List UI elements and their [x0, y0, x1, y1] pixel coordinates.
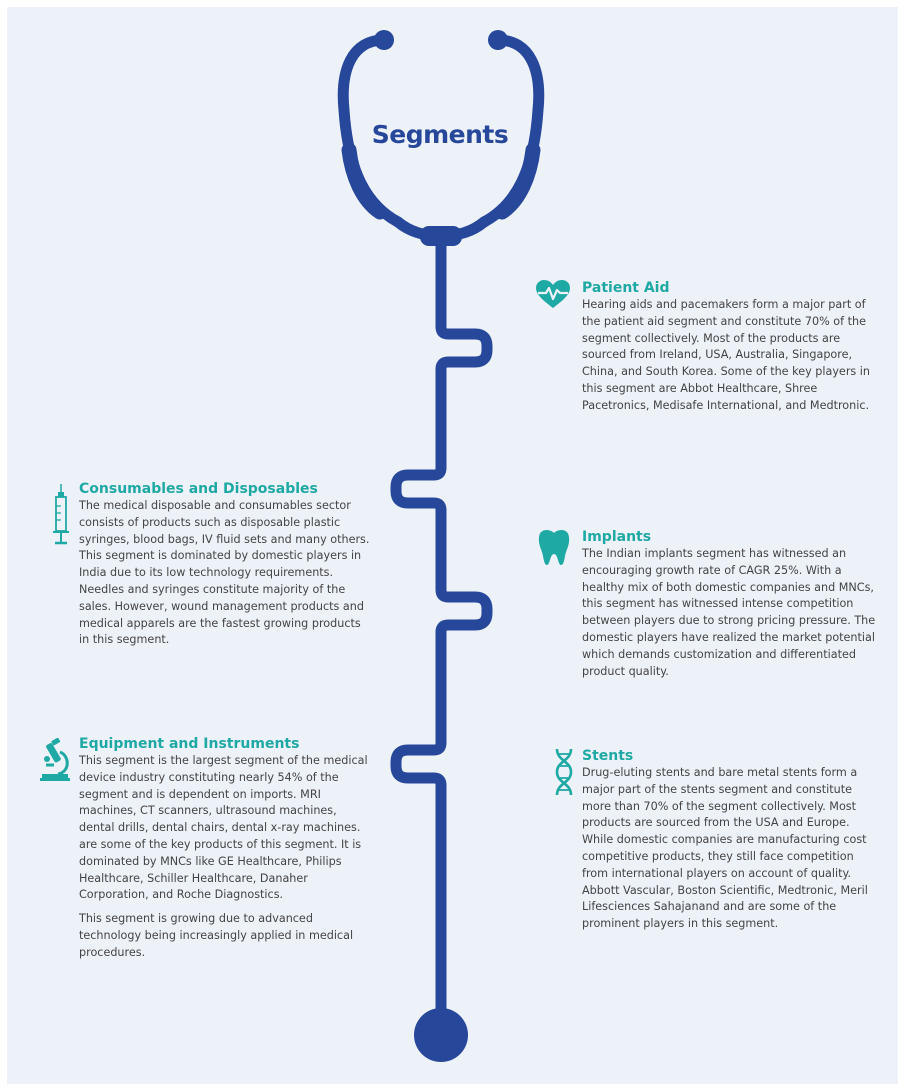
dna-icon: [555, 748, 573, 796]
stents-heading: Stents: [582, 748, 634, 764]
page-title: Segments: [371, 120, 509, 149]
segment-consumables: Consumables and Disposables The medical …: [79, 481, 371, 649]
segment-stents: Stents Drug-eluting stents and bare meta…: [582, 748, 872, 933]
consumables-body: The medical disposable and consumables s…: [79, 499, 370, 647]
chest-piece: [414, 1008, 468, 1062]
yoke-knob: [420, 226, 462, 246]
segment-patient-aid: Patient Aid Hearing aids and pacemakers …: [582, 280, 872, 415]
right-ear-tip: [488, 30, 508, 50]
background-panel: [7, 7, 898, 1084]
equipment-body-2: This segment is growing due to advanced …: [79, 912, 354, 959]
tooth-icon: [538, 530, 570, 565]
equipment-heading: Equipment and Instruments: [79, 736, 300, 752]
main-tube: [390, 230, 493, 1016]
equipment-body: This segment is the largest segment of t…: [79, 754, 368, 902]
left-ear-tip: [374, 30, 394, 50]
microscope-icon: [40, 738, 70, 781]
patient-aid-heading: Patient Aid: [582, 280, 670, 296]
patient-aid-body: Hearing aids and pacemakers form a major…: [582, 298, 871, 412]
syringe-icon: [53, 484, 69, 545]
segment-equipment: Equipment and Instruments This segment i…: [79, 736, 369, 962]
implants-body: The Indian implants segment has witnesse…: [582, 547, 876, 678]
segment-implants: Implants The Indian implants segment has…: [582, 529, 880, 680]
heart-pulse-icon: [536, 280, 570, 308]
stents-body: Drug-eluting stents and bare metal stent…: [582, 766, 868, 931]
implants-heading: Implants: [582, 529, 652, 545]
consumables-heading: Consumables and Disposables: [79, 481, 318, 497]
